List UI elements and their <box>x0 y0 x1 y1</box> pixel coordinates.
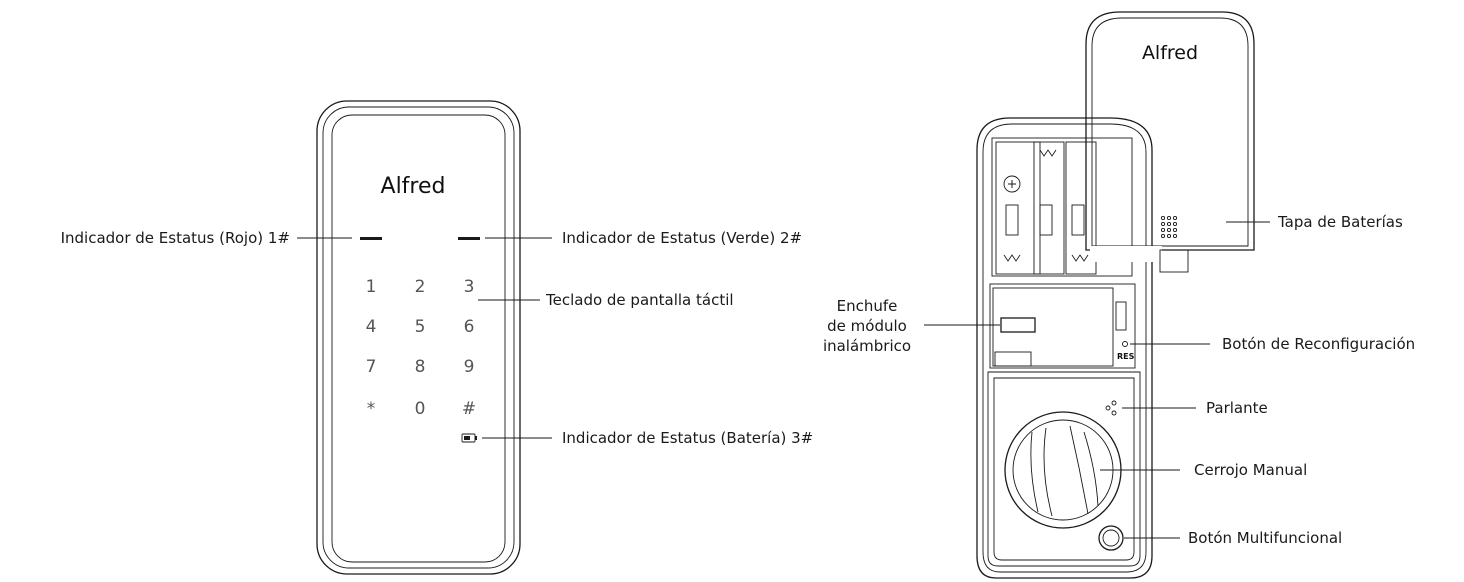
battery-cover[interactable]: Alfred <box>1085 11 1255 273</box>
key-5[interactable]: 5 <box>415 317 426 337</box>
cover-vent-holes <box>1160 215 1178 239</box>
key-1[interactable]: 1 <box>366 277 377 297</box>
key-8[interactable]: 8 <box>415 357 426 377</box>
back-interior-unit: RES <box>976 117 1153 579</box>
key-star[interactable]: * <box>367 399 376 419</box>
label-battery-cover: Tapa de Baterías <box>1277 213 1403 231</box>
front-keypad-unit: Alfred 1 2 3 4 5 6 7 8 9 * 0 # <box>316 100 521 575</box>
key-3[interactable]: 3 <box>464 277 475 297</box>
label-wireless-socket-line3: inalámbrico <box>823 337 911 355</box>
label-status-red: Indicador de Estatus (Rojo) 1# <box>61 229 290 247</box>
label-wireless-socket-line1: Enchufe <box>837 297 898 315</box>
front-brand-logo: Alfred <box>381 174 446 199</box>
label-status-battery: Indicador de Estatus (Batería) 3# <box>562 429 813 447</box>
reset-button-hole[interactable] <box>1122 341 1128 347</box>
label-status-green: Indicador de Estatus (Verde) 2# <box>562 229 802 247</box>
label-multifunction-button: Botón Multifuncional <box>1188 529 1342 547</box>
key-4[interactable]: 4 <box>366 317 377 337</box>
key-7[interactable]: 7 <box>366 357 377 377</box>
label-speaker: Parlante <box>1206 399 1268 417</box>
label-reset-button: Botón de Reconfiguración <box>1222 335 1415 353</box>
label-touch-keypad: Teclado de pantalla táctil <box>545 291 734 309</box>
label-wireless-socket-line2: de módulo <box>827 317 907 335</box>
status-indicator-green <box>458 237 480 240</box>
label-manual-thumbturn: Cerrojo Manual <box>1194 461 1307 479</box>
battery-indicator-icon <box>461 433 477 443</box>
wireless-module-socket <box>1000 317 1036 333</box>
manual-thumbturn[interactable] <box>1004 411 1122 529</box>
key-hash[interactable]: # <box>462 399 476 419</box>
back-brand-logo: Alfred <box>1142 42 1198 64</box>
reset-marking: RES <box>1117 352 1135 361</box>
key-2[interactable]: 2 <box>415 277 426 297</box>
multifunction-button[interactable] <box>1098 525 1124 551</box>
key-9[interactable]: 9 <box>464 357 475 377</box>
speaker-icon <box>1105 400 1117 416</box>
status-indicator-red <box>360 237 382 240</box>
key-0[interactable]: 0 <box>415 399 426 419</box>
key-6[interactable]: 6 <box>464 317 475 337</box>
